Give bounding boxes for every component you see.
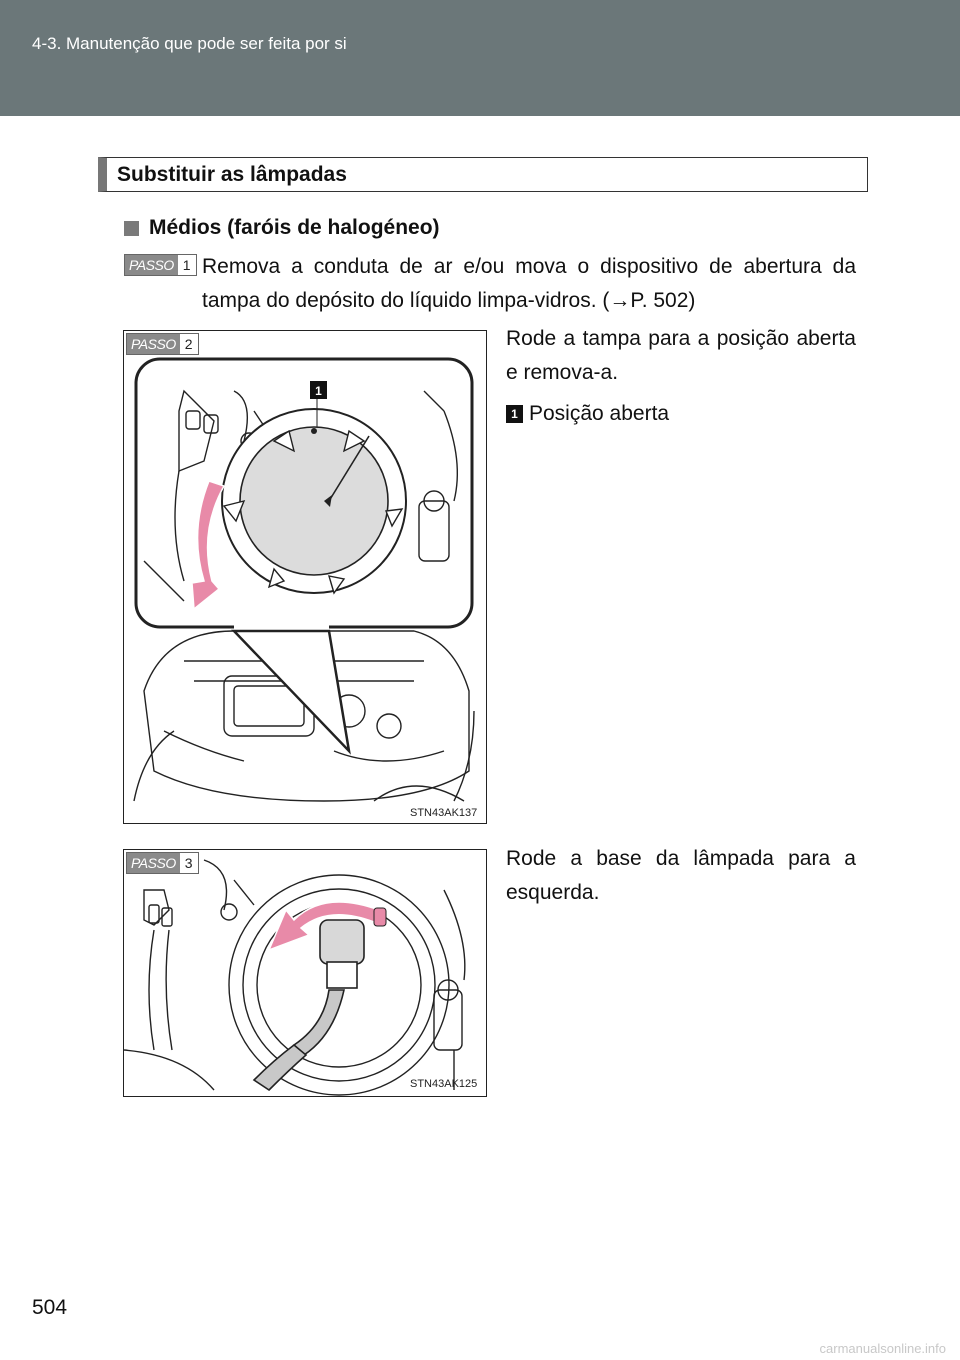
step-2-text: Rode a tampa para a posição aberta e rem… [506, 327, 856, 384]
step-badge-word: PASSO [125, 255, 178, 275]
step-3-figure: PASSO 3 STN43AK125 [123, 849, 487, 1097]
section-title: Substituir as lâmpadas [117, 163, 347, 186]
bulb-base-illustration [124, 859, 466, 1096]
step-badge-word: PASSO [127, 853, 180, 873]
step-badge-word: PASSO [127, 334, 180, 354]
watermark: carmanualsonline.info [819, 1341, 946, 1356]
figure-code: STN43AK125 [410, 1078, 478, 1090]
step-3-badge: PASSO 3 [126, 852, 199, 874]
figure-code: STN43AK137 [410, 807, 478, 819]
step-1-text: Remova a conduta de ar e/ou mova o dispo… [202, 255, 856, 312]
step-2-figure: PASSO 2 [123, 330, 487, 824]
callout-label: Posição aberta [529, 402, 670, 425]
headlight-cap-illustration: 1 [133, 357, 475, 802]
subsection-title: Médios (faróis de halogéneo) [149, 216, 440, 239]
callout-legend: 1 Posição aberta [506, 402, 669, 426]
subsection-heading: Médios (faróis de halogéneo) [124, 216, 440, 240]
svg-text:1: 1 [315, 384, 322, 398]
section-heading-box: Substituir as lâmpadas [98, 157, 868, 192]
step-1-badge: PASSO 1 [124, 254, 197, 276]
callout-number: 1 [506, 405, 523, 424]
page-number: 504 [32, 1296, 68, 1319]
step-badge-number: 3 [184, 855, 193, 871]
page-header: 4-3. Manutenção que pode ser feita por s… [0, 0, 960, 116]
chapter-title: 4-3. Manutenção que pode ser feita por s… [32, 34, 347, 53]
step-badge-number: 1 [182, 257, 191, 273]
square-bullet-icon [124, 220, 139, 236]
step-3-text: Rode a base da lâmpada para a esquerda. [506, 847, 856, 904]
step-2-badge: PASSO 2 [126, 333, 199, 355]
step-badge-number: 2 [184, 336, 193, 352]
